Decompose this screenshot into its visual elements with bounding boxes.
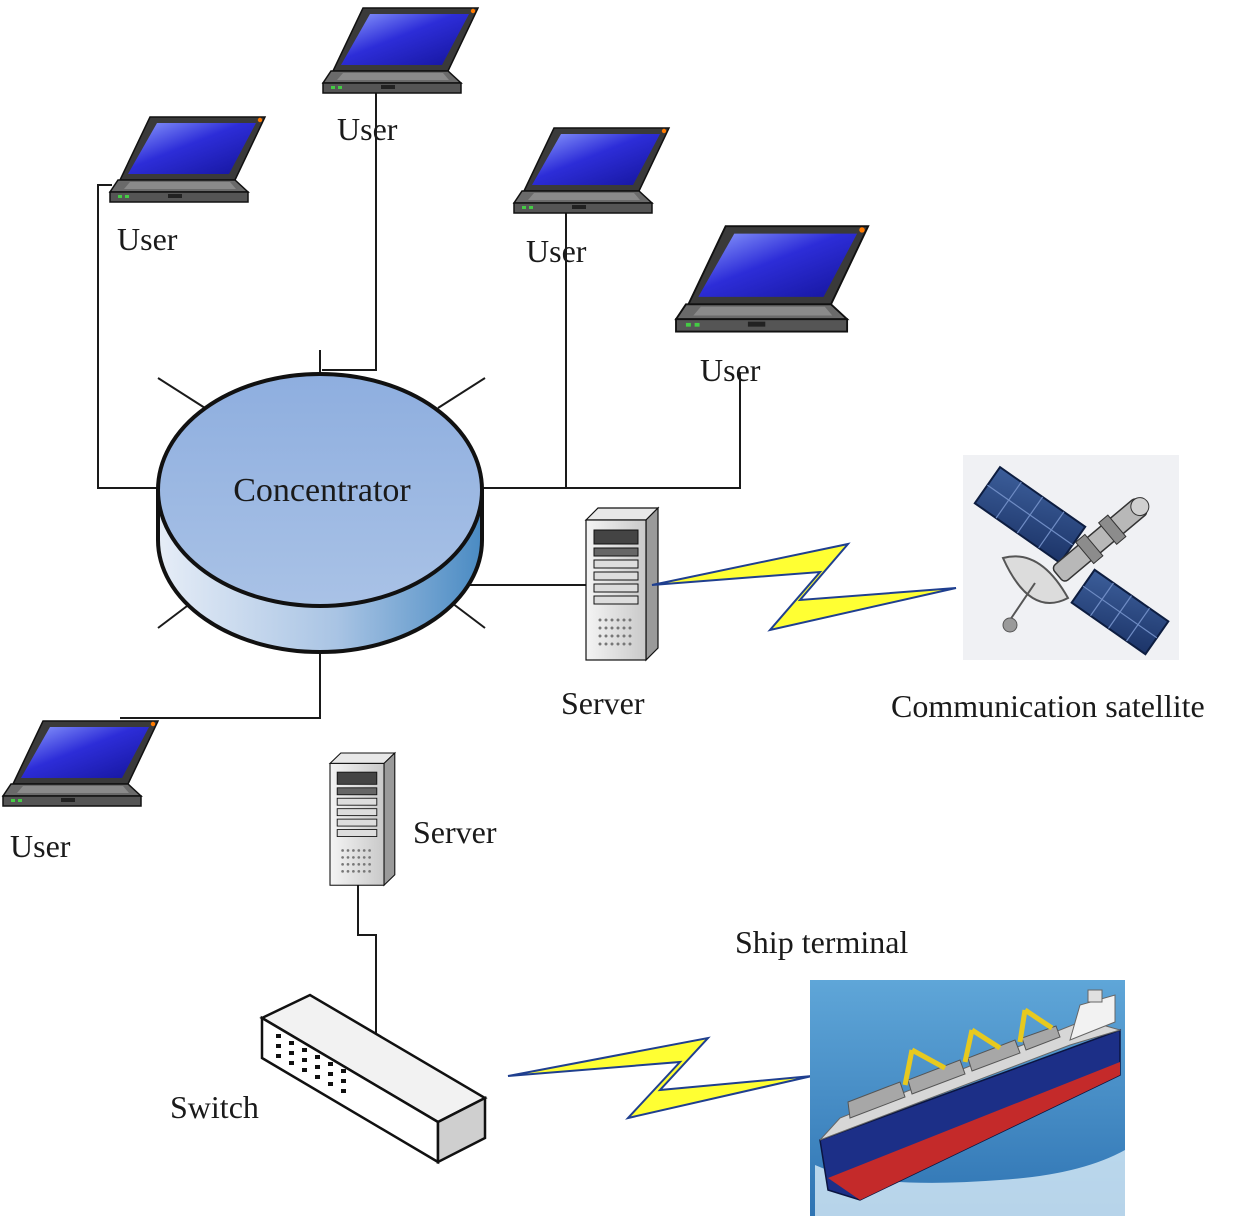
cargo-ship-icon [810,980,1125,1216]
server-right: Server [561,507,659,721]
link-server-switch [357,885,386,1071]
user-right: User [675,225,870,388]
switch: Switch [170,993,488,1165]
user-bottom-left: User [2,720,159,864]
laptop-icon [2,720,159,807]
user-label: User [526,233,587,269]
laptop-icon [513,127,670,214]
concentrator-label: Concentrator [233,472,411,509]
hub-cylinder-icon [120,350,522,690]
network-switch-icon [259,993,488,1165]
lightning-link-icon [651,542,957,632]
laptop-icon [109,116,266,203]
concentrator-hub: Concentrator [120,350,522,690]
user-label: User [337,111,398,147]
laptop-icon [675,225,870,333]
server-label: Server [561,685,645,721]
lightning-link-icon [507,1036,813,1120]
user-label: User [117,221,178,257]
user-label: User [700,352,761,388]
satellite-icon [963,455,1179,660]
server-tower-icon [329,752,396,886]
switch-label: Switch [170,1089,259,1125]
laptop-icon [322,7,479,94]
satellite-label: Communication satellite [891,688,1205,724]
ship-terminal: Ship terminal [735,924,1125,1216]
user-top-center: User [322,7,479,147]
user-top-right: User [513,127,670,269]
server-label: Server [413,814,497,850]
user-top-left: User [109,116,266,257]
link-user-bottom-left [120,652,321,719]
link-user-top-center [322,90,377,371]
communication-satellite: Communication satellite [891,455,1205,724]
server-tower-icon [585,507,659,661]
server-bottom: Server [329,752,497,886]
ship-label: Ship terminal [735,924,908,960]
link-user-right [480,372,741,489]
user-label: User [10,828,71,864]
